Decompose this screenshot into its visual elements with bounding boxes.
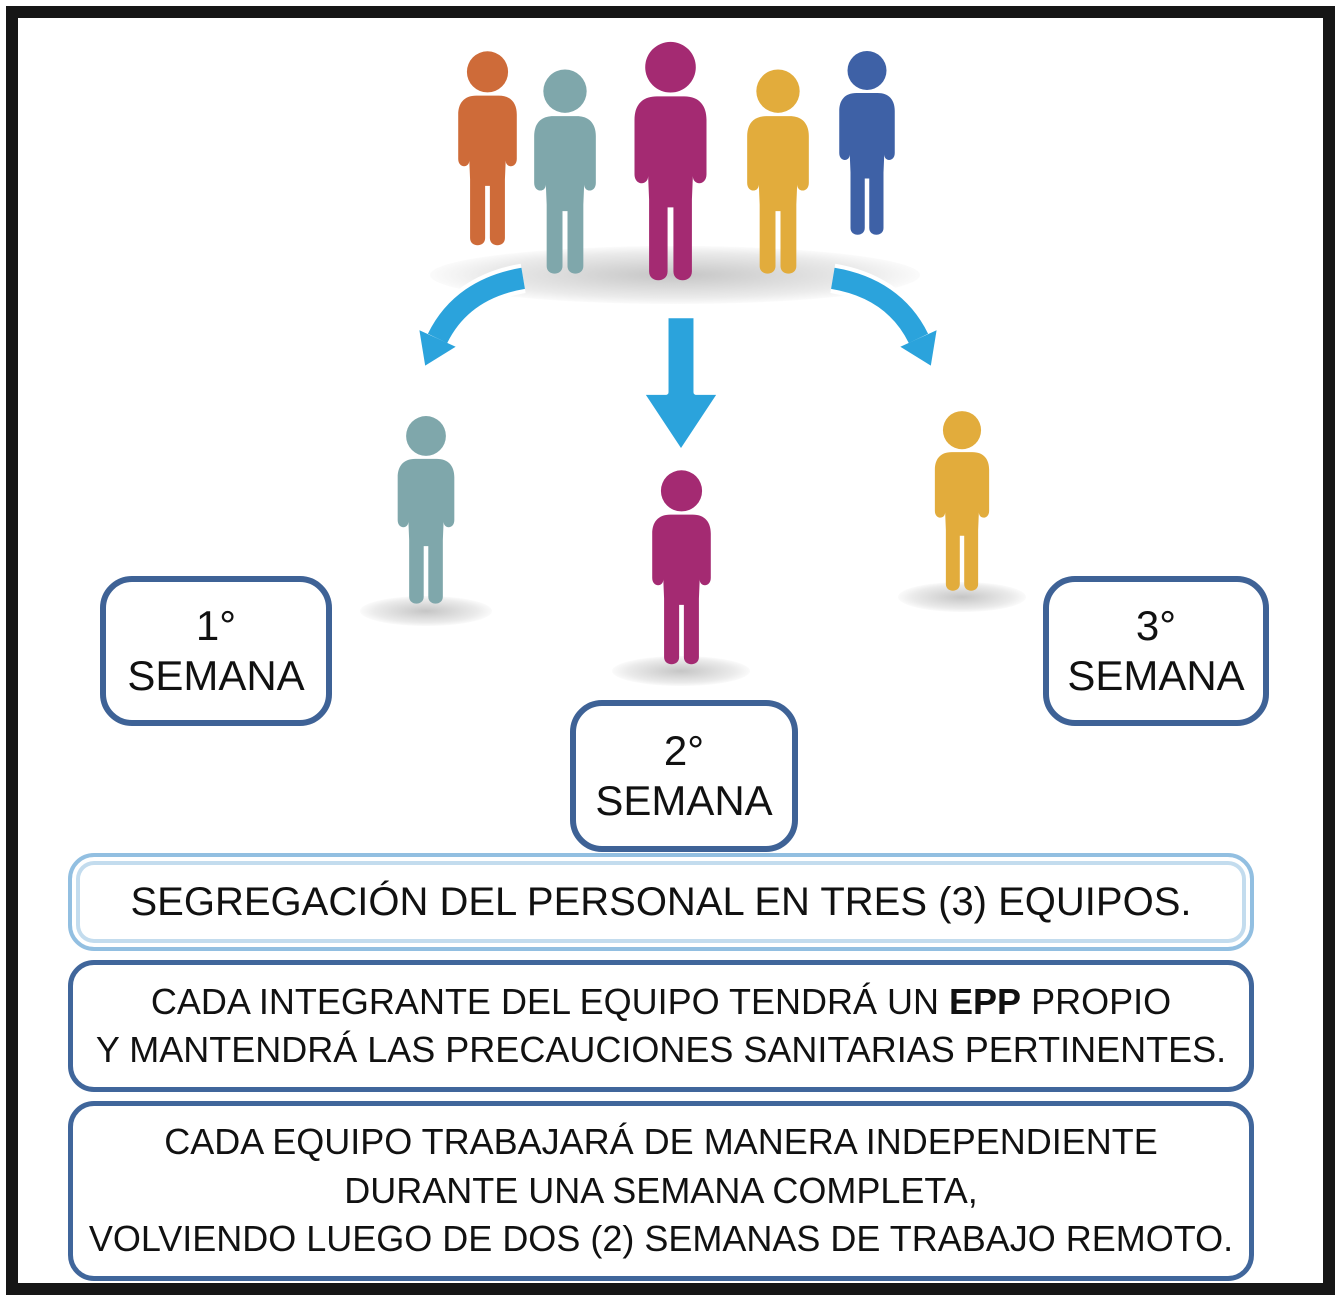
note-segregation-box: SEGREGACIÓN DEL PERSONAL EN TRES (3) EQU… [68, 853, 1254, 951]
week1-label-box: 1° SEMANA [100, 576, 332, 726]
team1-shadow [360, 596, 492, 626]
note-schedule-line3: VOLVIENDO LUEGO DE DOS (2) SEMANAS DE TR… [88, 1218, 1234, 1260]
note-epp-line1-post: PROPIO [1021, 980, 1172, 1022]
note-schedule-line2: DURANTE UNA SEMANA COMPLETA, [344, 1169, 978, 1211]
note-schedule-line1: CADA EQUIPO TRABAJARÁ DE MANERA INDEPEND… [164, 1120, 1158, 1162]
arrow-left-icon [413, 263, 526, 372]
arrow-right-icon [830, 263, 943, 372]
week3-number: 3° [1135, 602, 1177, 650]
note-epp-line1: CADA INTEGRANTE DEL EQUIPO TENDRÁ UN EPP… [151, 978, 1171, 1026]
team2-shadow [612, 656, 750, 686]
arrow-down-icon [638, 312, 724, 456]
week3-label-box: 3° SEMANA [1043, 576, 1269, 726]
person-teal-icon [534, 69, 596, 274]
week2-word: SEMANA [595, 777, 773, 824]
person-magenta-icon [634, 41, 707, 281]
person-blue-icon [839, 51, 895, 235]
note-epp-bold: EPP [949, 980, 1022, 1022]
team3-shadow [898, 582, 1026, 612]
note-epp-line2: Y MANTENDRÁ LAS PRECAUCIONES SANITARIAS … [95, 1029, 1227, 1070]
team1-person-icon [397, 416, 455, 604]
week1-word: SEMANA [127, 652, 305, 699]
team3-person-icon [934, 411, 990, 591]
note-schedule-box: CADA EQUIPO TRABAJARÁ DE MANERA INDEPEND… [68, 1101, 1254, 1281]
team2-person-icon [652, 470, 711, 665]
week2-number: 2° [663, 727, 705, 775]
note-epp-box: CADA INTEGRANTE DEL EQUIPO TENDRÁ UN EPP… [68, 960, 1254, 1092]
week2-label-box: 2° SEMANA [570, 700, 798, 852]
note-segregation-text: SEGREGACIÓN DEL PERSONAL EN TRES (3) EQU… [130, 879, 1192, 924]
week1-number: 1° [195, 602, 237, 650]
person-gold-icon [747, 69, 809, 274]
note-epp-line1-pre: CADA INTEGRANTE DEL EQUIPO TENDRÁ UN [150, 980, 950, 1022]
week3-word: SEMANA [1067, 652, 1245, 699]
